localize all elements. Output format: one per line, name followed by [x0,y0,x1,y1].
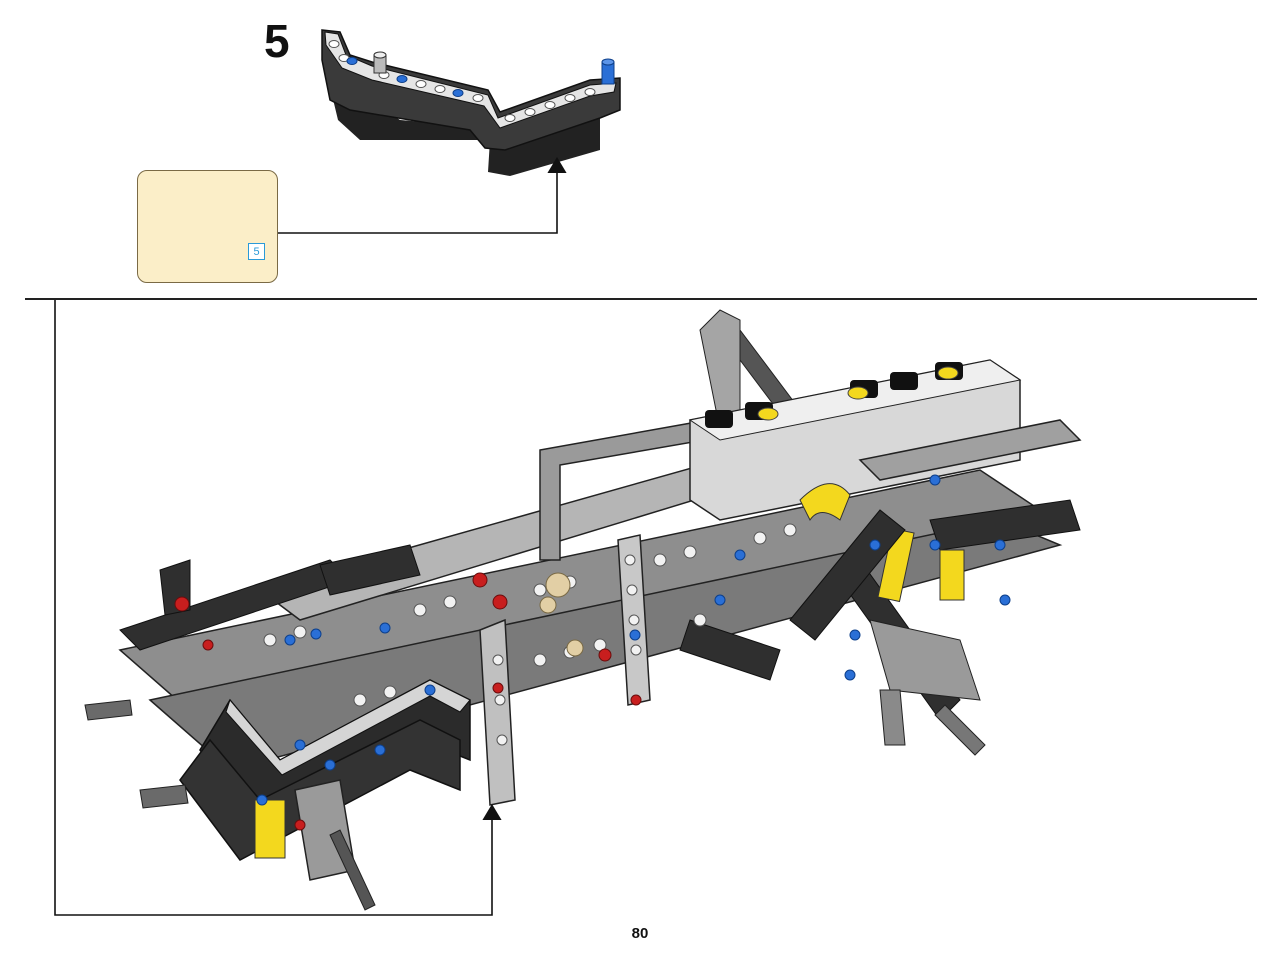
step-assembly [321,29,621,176]
parts-callout [137,170,278,283]
part-quantity-badge: 5 [248,243,265,260]
step-number: 5 [264,15,290,67]
section-divider [25,298,1257,300]
page-number: 80 [631,925,649,942]
callout-arrow [278,157,567,234]
frame-arrow [54,300,502,916]
chassis-model [84,309,1082,911]
